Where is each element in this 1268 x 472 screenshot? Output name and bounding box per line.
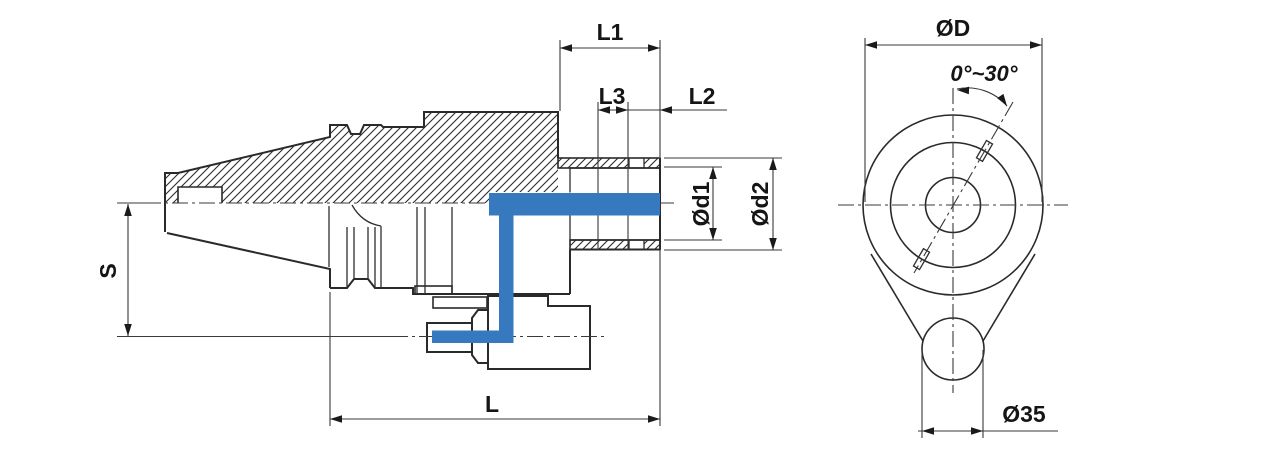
arrowhead [330,415,342,423]
dim-l3-l2 [597,102,727,250]
arrowhead [709,167,717,179]
arrowhead [769,238,777,250]
coolant-channel-main [489,193,660,216]
dim-label-D: ØD [936,15,971,41]
coolant-channel-drop [499,204,514,343]
arrowhead [648,44,660,52]
dim-d1 [664,166,722,241]
dim-label-l1: L1 [597,19,624,45]
mount-plate [432,296,488,309]
nose-wall-hatch [644,158,660,168]
dim-s [117,202,392,338]
keyway-slot [912,247,931,271]
arrowhead [997,93,1007,106]
arrowhead [124,324,132,336]
flange-bottom-outline [330,278,570,295]
dim-label-d1: Ød1 [688,181,714,226]
dim-d2 [664,157,782,251]
dim-label-d35: Ø35 [1002,401,1046,427]
keyway-slot [975,139,994,163]
arrowhead [648,415,660,423]
pull-stud-bore [177,186,223,203]
arrowhead [769,158,777,170]
taper-bottom-outline [166,232,331,288]
side-view: L1 L3 L2 Ød1 Ød2 S L [95,19,782,426]
nose-wall-hatch [570,240,629,250]
coolant-channel-output [432,330,514,343]
dim-label-l2: L2 [689,83,716,109]
dim-l1 [559,40,661,157]
arrowhead [660,106,672,114]
dim-label-l: L [485,391,499,417]
dim-D [864,38,1043,202]
boss-tangent-right [982,253,1036,342]
boss-tangent-left [870,253,924,342]
arrowhead [957,86,970,95]
nose-bore-lines [570,167,660,241]
dim-label-l3: L3 [599,83,626,109]
dim-l [329,250,661,426]
head-collar [471,309,489,364]
arrowhead [560,44,572,52]
arrowhead [865,41,877,49]
head-body [487,295,591,370]
dim-label-angle: 0°~30° [950,61,1017,86]
arrowhead [971,427,983,435]
arrowhead [616,106,628,114]
swivel-axis-centerline [913,101,1014,274]
arrowhead [922,427,934,435]
dim-label-d2: Ød2 [747,182,773,227]
arrowhead [598,106,610,114]
clamp-block [414,285,453,295]
flange-groove-lines [328,204,453,294]
nose-groove-edges [628,158,645,250]
arrowhead [709,228,717,240]
dim-d35 [918,350,1058,438]
nose-wall-hatch [558,158,629,168]
arrowhead [124,204,132,216]
front-view: 0°~30° ØD Ø35 [838,15,1068,438]
nose-wall-hatch [644,240,660,250]
arrowhead [1030,41,1042,49]
dim-label-s: S [95,263,121,278]
body-section-hatch [165,112,558,203]
holder-top-outline [164,111,559,232]
